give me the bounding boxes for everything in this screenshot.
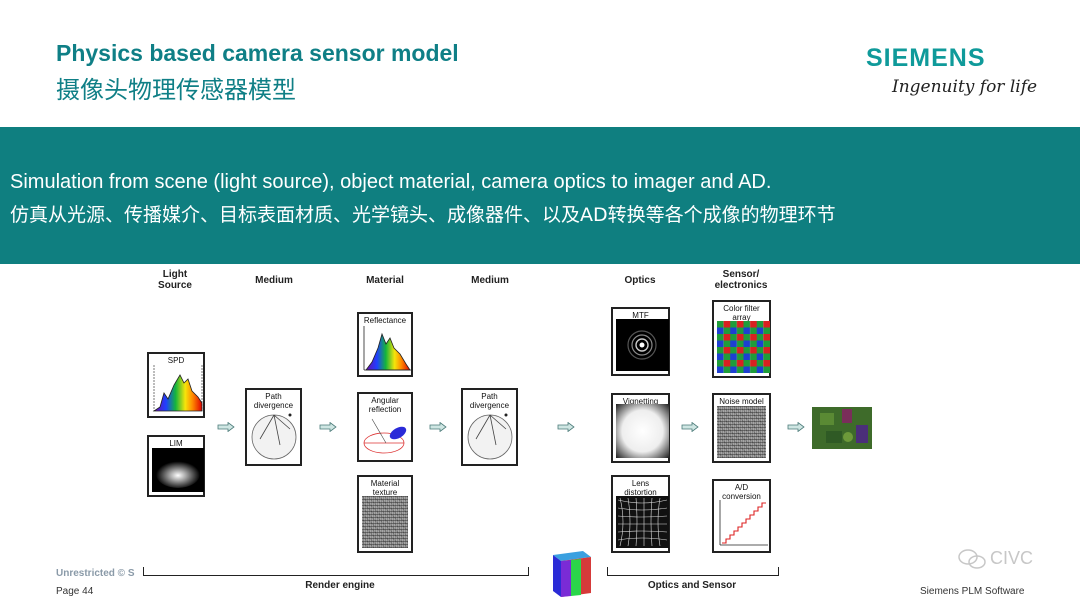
spd-spectrum — [152, 365, 203, 412]
summary-english: Simulation from scene (light source), ob… — [10, 171, 772, 193]
summary-chinese: 仿真从光源、传播媒介、目标表面材质、光学镜头、成像器件、以及AD转换等各个成像的… — [10, 204, 836, 226]
siemens-logo: SIEMENS — [866, 44, 986, 72]
watermark: CIVC — [990, 548, 1034, 568]
angular-reflection-label: Angular reflection — [368, 396, 402, 414]
summary-band — [0, 127, 1080, 264]
ad-staircase — [719, 500, 768, 546]
arrow-icon — [319, 422, 337, 432]
material-texture-box: Material texture — [357, 475, 413, 553]
reflectance-box: Reflectance — [357, 312, 413, 377]
stage-optics: Optics — [624, 275, 656, 286]
mtf-label: MTF — [632, 311, 649, 320]
lim-box: LIM — [147, 435, 205, 497]
angular-reflection-box: Angular reflection — [357, 392, 413, 462]
reflectance-label: Reflectance — [363, 316, 407, 325]
stage-material: Material — [366, 275, 404, 286]
color-filter-array-label: Color filter array — [723, 304, 760, 322]
arrow-icon — [681, 422, 699, 432]
optics-sensor-label: Optics and Sensor — [647, 580, 737, 591]
optics-sensor-bracket — [607, 567, 779, 576]
stage-light-source: Light Source — [158, 269, 192, 291]
ad-conversion-label: A/D conversion — [722, 483, 761, 501]
path-divergence-label-1: Path divergence — [253, 392, 294, 410]
noise-image — [717, 406, 766, 458]
path-divergence-box-2: Path divergence — [461, 388, 518, 466]
spd-box: SPD — [147, 352, 205, 418]
path-divergence-diagram-1 — [251, 413, 297, 460]
vignetting-box: Vignetting — [611, 393, 670, 463]
company-name: Siemens PLM Software — [920, 586, 1025, 597]
lens-distortion-box: Lens distortion — [611, 475, 670, 553]
lim-image — [152, 448, 204, 492]
vignetting-image — [616, 404, 669, 458]
wechat-icon — [958, 549, 986, 569]
mtf-box: MTF — [611, 307, 670, 376]
page-number: Page 44 — [56, 586, 94, 597]
arrow-icon — [557, 422, 575, 432]
slide-title-chinese: 摄像头物理传感器模型 — [56, 76, 296, 104]
noise-model-box: Noise model — [712, 393, 771, 463]
arrow-icon — [429, 422, 447, 432]
slide-title: Physics based camera sensor model — [56, 40, 459, 66]
lens-distortion-label: Lens distortion — [624, 479, 657, 497]
path-divergence-diagram-2 — [467, 413, 513, 460]
lens-distortion-image — [616, 496, 669, 548]
mtf-image — [616, 319, 669, 371]
lim-label: LIM — [169, 439, 183, 448]
arrow-icon — [787, 422, 805, 432]
ad-conversion-box: A/D conversion — [712, 479, 771, 553]
color-filter-array-box: Color filter array — [712, 300, 771, 378]
spd-label: SPD — [167, 356, 185, 365]
stage-sensor: Sensor/ electronics — [714, 269, 768, 291]
stage-medium-1: Medium — [255, 275, 293, 286]
path-divergence-label-2: Path divergence — [469, 392, 510, 410]
path-divergence-box-1: Path divergence — [245, 388, 302, 466]
bayer-pattern — [717, 321, 770, 373]
material-texture-label: Material texture — [370, 479, 400, 497]
tagline: Ingenuity for life — [892, 77, 1038, 97]
noise-model-label: Noise model — [719, 397, 764, 406]
output-image — [812, 407, 872, 449]
classification-text: Unrestricted © S — [56, 568, 135, 579]
vignetting-label: Vignetting — [622, 397, 659, 406]
reflectance-spectrum — [363, 326, 411, 371]
stage-medium-2: Medium — [471, 275, 509, 286]
color-cube-icon — [553, 551, 591, 597]
angular-reflection-diagram — [363, 418, 407, 454]
render-engine-label: Render engine — [305, 580, 375, 591]
arrow-icon — [217, 422, 235, 432]
material-texture-image — [362, 496, 408, 548]
render-engine-bracket — [143, 567, 529, 576]
